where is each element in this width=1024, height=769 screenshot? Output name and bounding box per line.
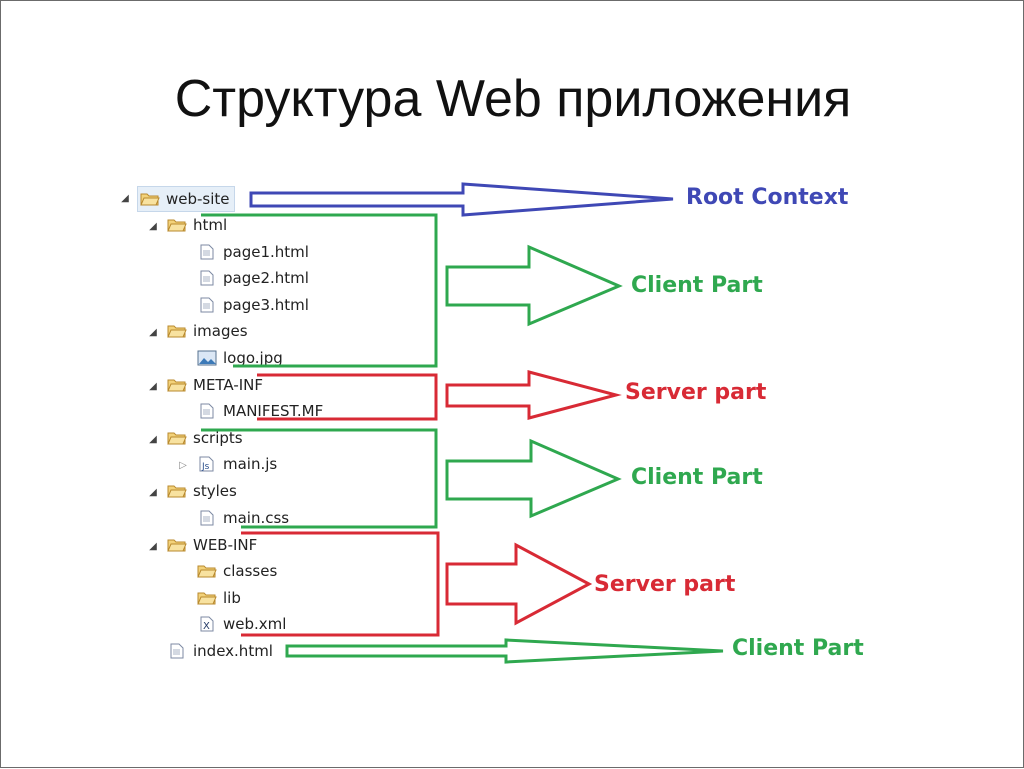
- tree-item-label: web.xml: [223, 615, 287, 633]
- document-icon: [167, 643, 187, 659]
- tree-item-web-xml[interactable]: X web.xml: [197, 612, 286, 636]
- server-bracket-2: [241, 531, 440, 637]
- tree-item-styles[interactable]: styles: [167, 479, 237, 503]
- tree-item-main-js[interactable]: Js main.js: [197, 452, 277, 476]
- tree-item-label: images: [193, 322, 248, 340]
- image-file-icon: [197, 350, 217, 366]
- svg-text:X: X: [203, 621, 210, 632]
- tree-item-label: main.css: [223, 509, 290, 527]
- folder-open-icon: [140, 191, 160, 207]
- folder-open-icon: [167, 537, 187, 553]
- tree-item-label: page2.html: [223, 269, 309, 287]
- label-root-context: Root Context: [686, 185, 849, 210]
- tree-item-logo[interactable]: logo.jpg: [197, 346, 283, 370]
- folder-open-icon: [167, 217, 187, 233]
- tree-item-classes[interactable]: classes: [197, 559, 277, 583]
- tree-item-images[interactable]: images: [167, 319, 248, 343]
- tree-item-label: page1.html: [223, 243, 309, 261]
- folder-open-icon: [197, 563, 217, 579]
- label-server-part: Server part: [625, 380, 767, 405]
- tree-item-scripts[interactable]: scripts: [167, 426, 243, 450]
- label-client-part: Client Part: [631, 465, 763, 490]
- tree-item-label: logo.jpg: [223, 349, 283, 367]
- root-context-arrow: [249, 182, 674, 217]
- folder-open-icon: [167, 483, 187, 499]
- slide-title: Структура Web приложения: [174, 70, 852, 128]
- document-icon: [197, 510, 217, 526]
- expand-triangle-icon[interactable]: ◢: [149, 487, 157, 498]
- expand-triangle-icon[interactable]: ◢: [149, 327, 157, 338]
- tree-item-page2[interactable]: page2.html: [197, 266, 309, 290]
- document-icon: [197, 403, 217, 419]
- tree-item-label: META-INF: [193, 376, 264, 394]
- tree-item-web-inf[interactable]: WEB-INF: [167, 533, 257, 557]
- javascript-file-icon: Js: [197, 456, 217, 472]
- expand-triangle-icon[interactable]: ◢: [149, 381, 157, 392]
- document-icon: [197, 244, 217, 260]
- client-bracket-1: [201, 213, 438, 368]
- tree-item-page3[interactable]: page3.html: [197, 293, 309, 317]
- tree-item-html[interactable]: html: [167, 213, 227, 237]
- expand-triangle-icon[interactable]: ◢: [149, 434, 157, 445]
- tree-item-label: classes: [223, 562, 278, 580]
- client-bracket-2: [201, 428, 438, 529]
- tree-item-web-site[interactable]: web-site: [137, 186, 235, 212]
- folder-open-icon: [197, 590, 217, 606]
- folder-open-icon: [167, 377, 187, 393]
- tree-item-label: html: [193, 216, 228, 234]
- expand-triangle-icon[interactable]: ◢: [121, 193, 129, 204]
- label-client-part: Client Part: [631, 273, 763, 298]
- tree-item-label: styles: [193, 482, 237, 500]
- svg-text:Js: Js: [201, 462, 210, 472]
- tree-item-label: WEB-INF: [193, 536, 258, 554]
- expand-triangle-icon[interactable]: ◢: [149, 221, 157, 232]
- client-arrow-3: [285, 638, 724, 664]
- tree-item-label: MANIFEST.MF: [223, 402, 324, 420]
- server-bracket-1: [257, 373, 438, 421]
- tree-item-lib[interactable]: lib: [197, 586, 241, 610]
- tree-item-index[interactable]: index.html: [167, 639, 273, 663]
- server-arrow-1: [445, 370, 622, 420]
- document-icon: [197, 270, 217, 286]
- label-server-part: Server part: [594, 572, 736, 597]
- folder-open-icon: [167, 323, 187, 339]
- tree-item-page1[interactable]: page1.html: [197, 240, 309, 264]
- tree-item-label: page3.html: [223, 296, 309, 314]
- tree-item-manifest[interactable]: MANIFEST.MF: [197, 399, 323, 423]
- server-arrow-2: [445, 542, 593, 626]
- tree-item-label: lib: [223, 589, 241, 607]
- client-arrow-2: [445, 438, 622, 519]
- tree-item-meta-inf[interactable]: META-INF: [167, 373, 263, 397]
- tree-item-main-css[interactable]: main.css: [197, 506, 289, 530]
- xml-file-icon: X: [197, 616, 217, 632]
- tree-item-label: scripts: [193, 429, 243, 447]
- tree-item-label: web-site: [166, 190, 230, 208]
- client-arrow-1: [445, 244, 623, 327]
- tree-item-label: index.html: [193, 642, 273, 660]
- collapse-triangle-icon[interactable]: ▷: [179, 460, 187, 471]
- document-icon: [197, 297, 217, 313]
- label-client-part: Client Part: [732, 636, 864, 661]
- folder-open-icon: [167, 430, 187, 446]
- tree-item-label: main.js: [223, 455, 278, 473]
- expand-triangle-icon[interactable]: ◢: [149, 541, 157, 552]
